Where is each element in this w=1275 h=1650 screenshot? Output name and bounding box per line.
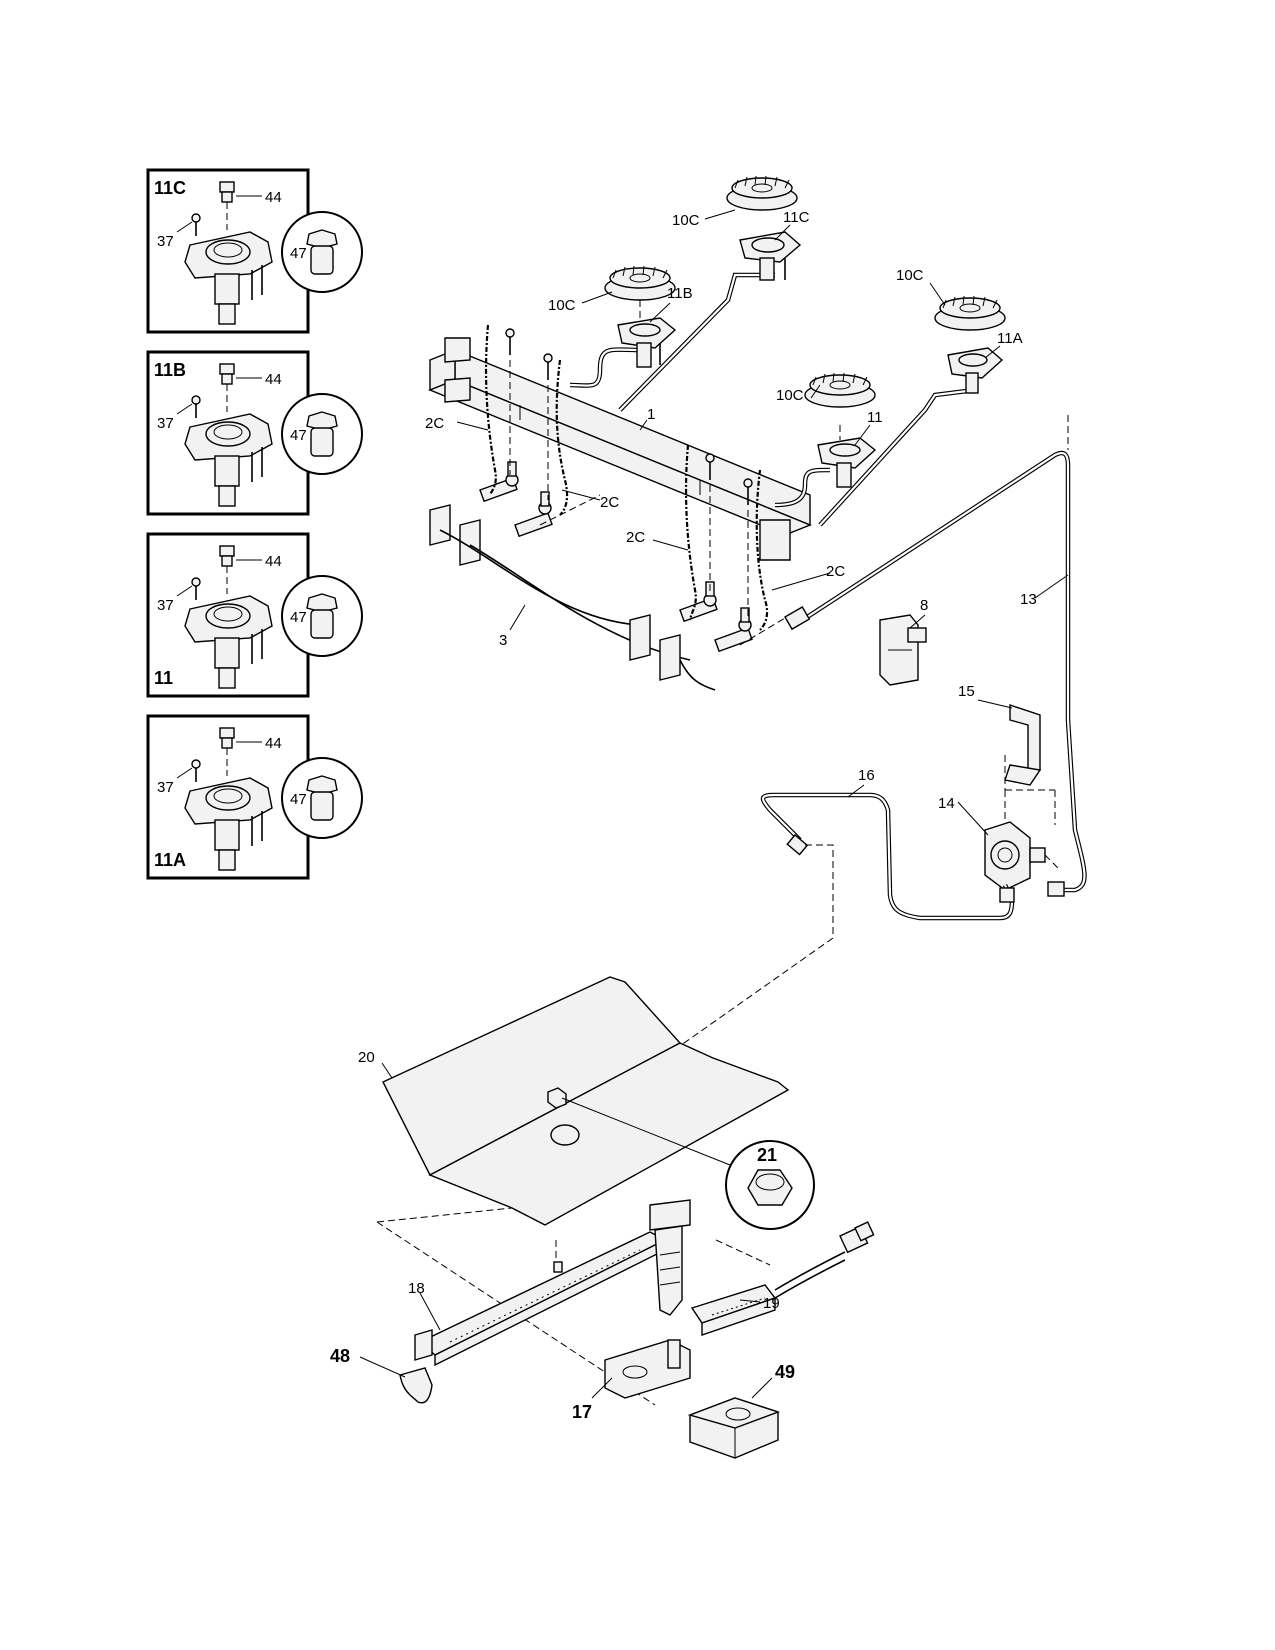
- inset-cap: [219, 545, 235, 557]
- burner-head-rear-center: [739, 231, 802, 281]
- main-gas-tube: [784, 415, 1087, 897]
- oven-igniter: [690, 1221, 875, 1336]
- label-burner-head-rear-right: 11A: [997, 330, 1023, 347]
- cooktop-assembly: [428, 175, 1087, 921]
- callout-leaders: [359, 209, 1069, 1399]
- burner-tubes: [569, 272, 976, 527]
- burner-head-front: [817, 437, 877, 488]
- inset-cap: [219, 363, 235, 375]
- inset-label-orifice: 47: [290, 791, 307, 808]
- label-burner-head-rear-left: 11B: [667, 285, 693, 302]
- label-burner-cap-rear-center: 10C: [672, 212, 700, 229]
- inset-label-orifice: 47: [290, 427, 307, 444]
- inset-cap: [219, 181, 235, 193]
- inset-label-screw: 37: [157, 779, 174, 796]
- burner-detail-insets: 11C 44 37 47 11B 44 37 47 11 44 37 47 11A 44 37 47: [146, 168, 363, 880]
- inset-label-cap: 44: [265, 371, 282, 388]
- inset-panel-11b: 11B 44 37 47: [146, 350, 363, 516]
- label-burner-cap-rear-left: 10C: [548, 297, 576, 314]
- inset-cap: [219, 727, 235, 739]
- inset-label-cap: 44: [265, 735, 282, 752]
- burner-head-rear-left: [617, 317, 677, 368]
- oven-tube: [760, 792, 1015, 921]
- label-regulator: 14: [938, 795, 955, 812]
- burner-cap-front: [804, 372, 876, 408]
- igniter-wires: [484, 324, 769, 631]
- nut-magnifier: [725, 1140, 815, 1230]
- insulation-pad: [687, 1397, 781, 1459]
- inset-panel-11a: 11A 44 37 47: [146, 714, 363, 880]
- label-baffle: 20: [358, 1049, 375, 1066]
- label-oven-tube: 16: [858, 767, 875, 784]
- inset-label-cap: 44: [265, 553, 282, 570]
- label-burner-cap-front: 10C: [776, 387, 804, 404]
- valve-left-a: [479, 461, 519, 503]
- inset-label-screw: 37: [157, 597, 174, 614]
- inset-label-screw: 37: [157, 233, 174, 250]
- label-burner-head-front: 11: [867, 409, 883, 426]
- oven-burner: [414, 1199, 691, 1367]
- regulator-block: [879, 614, 927, 686]
- burner-cap-rear-center: [726, 175, 798, 211]
- label-manifold: 1: [647, 406, 655, 423]
- label-wire-c: 2C: [626, 529, 645, 546]
- label-wire-a: 2C: [425, 415, 444, 432]
- inset-panel-11: 11 44 37 47: [146, 532, 363, 698]
- pressure-regulator: [984, 821, 1061, 891]
- label-oven-burner: 18: [408, 1280, 425, 1297]
- label-wire-b: 2C: [600, 494, 619, 511]
- inset-label-orifice: 47: [290, 245, 307, 262]
- alignment-lines: [509, 250, 971, 646]
- oven-valve: [604, 1339, 691, 1399]
- label-nut: 21: [757, 1145, 777, 1165]
- label-clip: 48: [330, 1346, 350, 1366]
- bottom-bracket: [429, 504, 716, 691]
- label-burner-cap-rear-right: 10C: [896, 267, 924, 284]
- inset-panel-11c: 11C 44 37 47: [146, 168, 363, 334]
- inset-title: 11A: [154, 850, 186, 870]
- oven-assembly: [376, 844, 875, 1459]
- burner-cap-rear-right: [934, 295, 1006, 331]
- manifold-bar: [428, 337, 812, 561]
- label-igniter: 19: [763, 1295, 780, 1312]
- label-main-tube: 13: [1020, 591, 1037, 608]
- regulator-bracket: [1004, 704, 1056, 830]
- valve-left-b: [514, 491, 553, 538]
- flame-baffle: [382, 976, 790, 1226]
- inset-title: 11B: [154, 360, 186, 380]
- label-wire-d: 2C: [826, 563, 845, 580]
- inset-title: 11: [154, 668, 173, 688]
- baffle-nut: [547, 1087, 580, 1146]
- valve-right-b: [714, 607, 753, 653]
- label-valve: 17: [572, 1402, 592, 1422]
- valve-right-a: [679, 581, 718, 623]
- inset-label-screw: 37: [157, 415, 174, 432]
- label-regulator-block: 8: [920, 597, 928, 614]
- label-bracket-tube: 3: [499, 632, 507, 649]
- inset-label-orifice: 47: [290, 609, 307, 626]
- inset-label-cap: 44: [265, 189, 282, 206]
- burner-clip: [399, 1367, 433, 1404]
- inset-title: 11C: [154, 178, 186, 198]
- burner-cap-rear-left: [604, 265, 676, 301]
- label-regulator-bracket: 15: [958, 683, 975, 700]
- label-pad: 49: [775, 1362, 795, 1382]
- label-burner-head-rear-center: 11C: [783, 209, 810, 226]
- callout-labels: 10C 11C 10C 11B 10C 11A 10C 11 1 2C 2C 2…: [330, 209, 1037, 1422]
- burner-head-rear-right: [947, 347, 1004, 394]
- manifold-screws: [505, 328, 753, 505]
